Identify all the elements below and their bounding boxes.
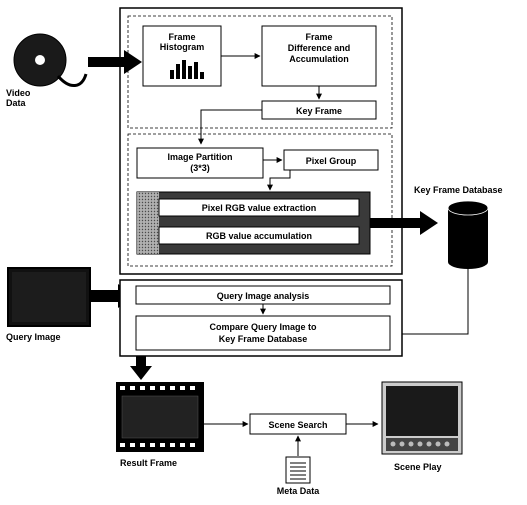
key-frame-label: Key Frame — [296, 106, 342, 116]
result-output-arrow — [130, 356, 152, 380]
pixelgroup-to-extraction-arrow — [267, 170, 291, 191]
document-icon — [285, 456, 311, 484]
pixel-group-label: Pixel Group — [306, 156, 357, 166]
database-to-compare-arrow — [391, 269, 469, 337]
video-input-arrow — [88, 50, 142, 74]
database-store-arrow — [370, 211, 438, 235]
rgb-accum-box — [158, 226, 360, 245]
rgb-accum-label: RGB value accumulation — [206, 231, 312, 241]
film-reel-icon — [13, 33, 88, 87]
film-strip-icon — [116, 382, 204, 452]
pixel-rgb-box — [158, 198, 360, 217]
video-player-screen-icon — [381, 381, 463, 455]
key-frame-database-label: Key Frame Database — [414, 185, 503, 195]
compare-query-box — [135, 315, 391, 351]
frame-extraction-panel — [127, 15, 393, 129]
pixel-rgb-label: Pixel RGB value extraction — [202, 203, 317, 213]
image-partition-label: Image Partition(3*3) — [167, 152, 232, 173]
scene-search-label: Scene Search — [268, 420, 327, 430]
result-frame-label: Result Frame — [120, 458, 177, 468]
frame-difference-box — [261, 25, 377, 87]
query-image-label: Query Image — [6, 332, 61, 342]
keyframe-to-partition-arrow — [198, 109, 262, 145]
scene-play-label: Scene Play — [394, 462, 442, 472]
bar-histogram-icon — [170, 60, 204, 79]
query-analysis-label: Query Image analysis — [217, 291, 310, 301]
meta-data-label: Meta Data — [277, 486, 321, 496]
cylinder-database-icon — [447, 200, 489, 269]
pixel-group-box — [283, 149, 379, 171]
feature-extraction-panel — [127, 133, 393, 267]
image-partition-box — [136, 147, 264, 179]
